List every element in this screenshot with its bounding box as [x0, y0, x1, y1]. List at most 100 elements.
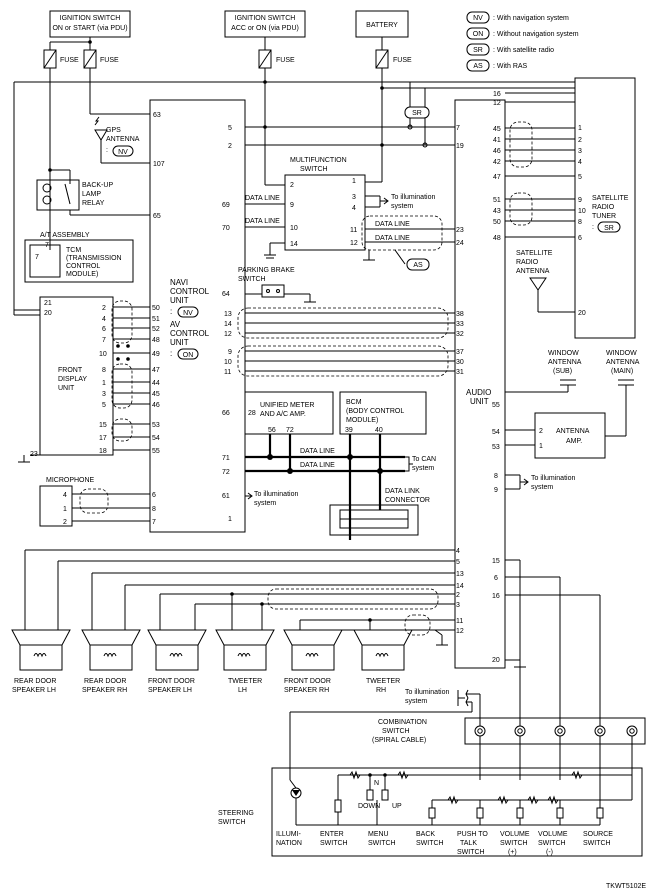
- svg-text:5: 5: [228, 125, 232, 132]
- svg-text:IGNITION SWITCH: IGNITION SWITCH: [235, 15, 296, 22]
- svg-text:SWITCH: SWITCH: [238, 276, 266, 283]
- data-link-connector: DATA LINK CONNECTOR: [329, 488, 430, 536]
- svg-text:48: 48: [493, 235, 501, 242]
- svg-text:SWITCH: SWITCH: [300, 166, 328, 173]
- svg-text:40: 40: [375, 427, 383, 434]
- svg-text:55: 55: [152, 448, 160, 455]
- svg-text:8: 8: [152, 506, 156, 513]
- svg-text:system: system: [412, 465, 434, 472]
- svg-text:20: 20: [44, 310, 52, 317]
- svg-text:72: 72: [222, 469, 230, 476]
- svg-text::: :: [170, 307, 172, 316]
- svg-text:SWITCH: SWITCH: [320, 840, 348, 847]
- svg-text:51: 51: [152, 316, 160, 323]
- svg-text:FUSE: FUSE: [100, 57, 119, 64]
- svg-text:SR: SR: [473, 47, 483, 54]
- svg-text:CONTROL: CONTROL: [170, 329, 210, 338]
- svg-text:TALK: TALK: [460, 840, 477, 847]
- svg-text:64: 64: [222, 291, 230, 298]
- svg-text:53: 53: [492, 444, 500, 451]
- svg-text:To illumination: To illumination: [405, 689, 449, 696]
- multifunction-switch: MULTIFUNCTION SWITCH 2 9 10 14 1 3 4 11 …: [245, 157, 455, 271]
- svg-text:AV: AV: [170, 320, 181, 329]
- navi-display-pins: 50 51 52 48 49 47 44 45 46 53 54 55 6 8 …: [152, 305, 160, 526]
- combination-switch: COMBINATION SWITCH (SPIRAL CABLE) To ill…: [289, 559, 646, 780]
- svg-text:69: 69: [222, 202, 230, 209]
- svg-text:46: 46: [493, 148, 501, 155]
- svg-text:(TRANSMISSION: (TRANSMISSION: [66, 255, 122, 262]
- svg-text:AND A/C AMP.: AND A/C AMP.: [260, 411, 306, 418]
- svg-text:ON or START (via PDU): ON or START (via PDU): [52, 25, 127, 32]
- svg-text:ANTENNA: ANTENNA: [556, 428, 590, 435]
- svg-text:(SUB): (SUB): [553, 368, 572, 375]
- svg-text:DATA LINE: DATA LINE: [375, 235, 410, 242]
- svg-text:20: 20: [578, 310, 586, 317]
- svg-text:RADIO: RADIO: [592, 204, 615, 211]
- antenna-amp: 2 1 ANTENNA AMP. 54 53: [492, 412, 626, 459]
- satellite-radio-antenna: SATELLITE RADIO ANTENNA: [516, 250, 575, 313]
- svg-text:2: 2: [578, 137, 582, 144]
- svg-text:46: 46: [152, 402, 160, 409]
- svg-text:DISPLAY: DISPLAY: [58, 376, 87, 383]
- svg-text:39: 39: [345, 427, 353, 434]
- diagram-code: TKWT5102E: [606, 883, 646, 890]
- at-assembly-tcm: A/T ASSEMBLY 7 7 TCM (TRANSMISSION CONTR…: [24, 232, 134, 283]
- audio-unit-box: [454, 99, 506, 669]
- svg-text:PUSH TO: PUSH TO: [457, 831, 488, 838]
- svg-text:9: 9: [290, 202, 294, 209]
- gps-antenna: GPS ANTENNA : NV: [94, 116, 150, 164]
- svg-text:SATELLITE: SATELLITE: [592, 195, 629, 202]
- svg-text:(-): (-): [546, 849, 553, 856]
- svg-text:2: 2: [539, 428, 543, 435]
- ignition-acc-source: IGNITION SWITCH ACC or ON (via PDU): [224, 10, 306, 38]
- svg-text:2: 2: [102, 305, 106, 312]
- svg-text:19: 19: [456, 143, 464, 150]
- svg-text:9: 9: [578, 197, 582, 204]
- svg-text:FUSE: FUSE: [393, 57, 412, 64]
- svg-text:SOURCE: SOURCE: [583, 831, 613, 838]
- svg-text:3: 3: [352, 194, 356, 201]
- svg-text:42: 42: [493, 159, 501, 166]
- svg-text:A/T ASSEMBLY: A/T ASSEMBLY: [40, 232, 90, 239]
- svg-text:FRONT: FRONT: [58, 367, 83, 374]
- speaker-front-lh: FRONT DOOR SPEAKER LH: [147, 629, 207, 694]
- front-display-unit: 21 20 23 FRONT DISPLAY UNIT 2 4 6 7 10 8…: [18, 296, 114, 463]
- svg-text:10: 10: [290, 225, 298, 232]
- svg-text:1: 1: [539, 443, 543, 450]
- svg-text:12: 12: [350, 240, 358, 247]
- svg-text:12: 12: [456, 628, 464, 635]
- svg-text:VOLUME: VOLUME: [538, 831, 568, 838]
- svg-text:FRONT DOOR: FRONT DOOR: [148, 678, 195, 685]
- legend: NV : With navigation system ON : Without…: [466, 11, 579, 72]
- svg-text:5: 5: [578, 174, 582, 181]
- svg-text:AS: AS: [413, 262, 423, 269]
- svg-text:AS: AS: [473, 63, 483, 70]
- svg-text:47: 47: [493, 174, 501, 181]
- speaker-rear-rh: REAR DOOR SPEAKER RH: [81, 629, 141, 694]
- svg-text:37: 37: [456, 349, 464, 356]
- svg-text:DATA LINE: DATA LINE: [300, 448, 335, 455]
- svg-text:REAR DOOR: REAR DOOR: [14, 678, 56, 685]
- svg-text:1: 1: [63, 506, 67, 513]
- svg-text:33: 33: [456, 321, 464, 328]
- svg-text:SPEAKER RH: SPEAKER RH: [82, 687, 127, 694]
- svg-text:CONTROL: CONTROL: [66, 263, 100, 270]
- svg-text::: :: [106, 147, 108, 154]
- svg-text:14: 14: [224, 321, 232, 328]
- can-bus: DATA LINE DATA LINE To CAN system: [245, 434, 436, 540]
- svg-text:4: 4: [63, 492, 67, 499]
- svg-text:RELAY: RELAY: [82, 200, 105, 207]
- svg-text:20: 20: [492, 657, 500, 664]
- svg-text:2: 2: [290, 182, 294, 189]
- navi-control-unit-label: NAVI CONTROL UNIT : NV AV CONTROL UNIT :…: [170, 278, 210, 360]
- svg-text:SR: SR: [412, 110, 422, 117]
- svg-text:4: 4: [578, 159, 582, 166]
- svg-text:1: 1: [578, 125, 582, 132]
- svg-text:48: 48: [152, 337, 160, 344]
- speaker-front-rh: FRONT DOOR SPEAKER RH: [283, 629, 343, 694]
- audio-left-pins: 7 19 23 24 38 33 32 37 30 31: [456, 125, 464, 376]
- svg-text:6: 6: [494, 575, 498, 582]
- audio-right-pins: 16 12 45 41 46 42 47 51 43 50 48: [493, 91, 501, 242]
- svg-text:TWEETER: TWEETER: [366, 678, 400, 685]
